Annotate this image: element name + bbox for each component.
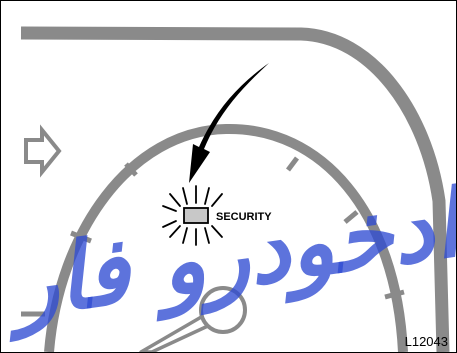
gauge-tick [286, 156, 299, 172]
gauge-arc [44, 123, 408, 352]
gauge-tick [70, 230, 92, 244]
gauge-needle-hub [199, 286, 247, 334]
indicator-lamp-body [183, 207, 209, 224]
gauge-needle-icon [139, 286, 247, 352]
callout-arrow-icon [189, 63, 269, 183]
arrow-outline-right-icon [24, 124, 62, 178]
gauge-needle [139, 314, 212, 352]
dashboard-bezel [20, 26, 450, 352]
gauge-tick [124, 162, 138, 177]
security-indicator-label: SECURITY [216, 211, 272, 223]
figure-code: L12043 [405, 334, 448, 349]
gauge-tick [384, 289, 405, 300]
gauge-tick [343, 210, 359, 224]
gauge-tick-marks [21, 156, 405, 317]
security-indicator-light-icon [162, 185, 223, 246]
